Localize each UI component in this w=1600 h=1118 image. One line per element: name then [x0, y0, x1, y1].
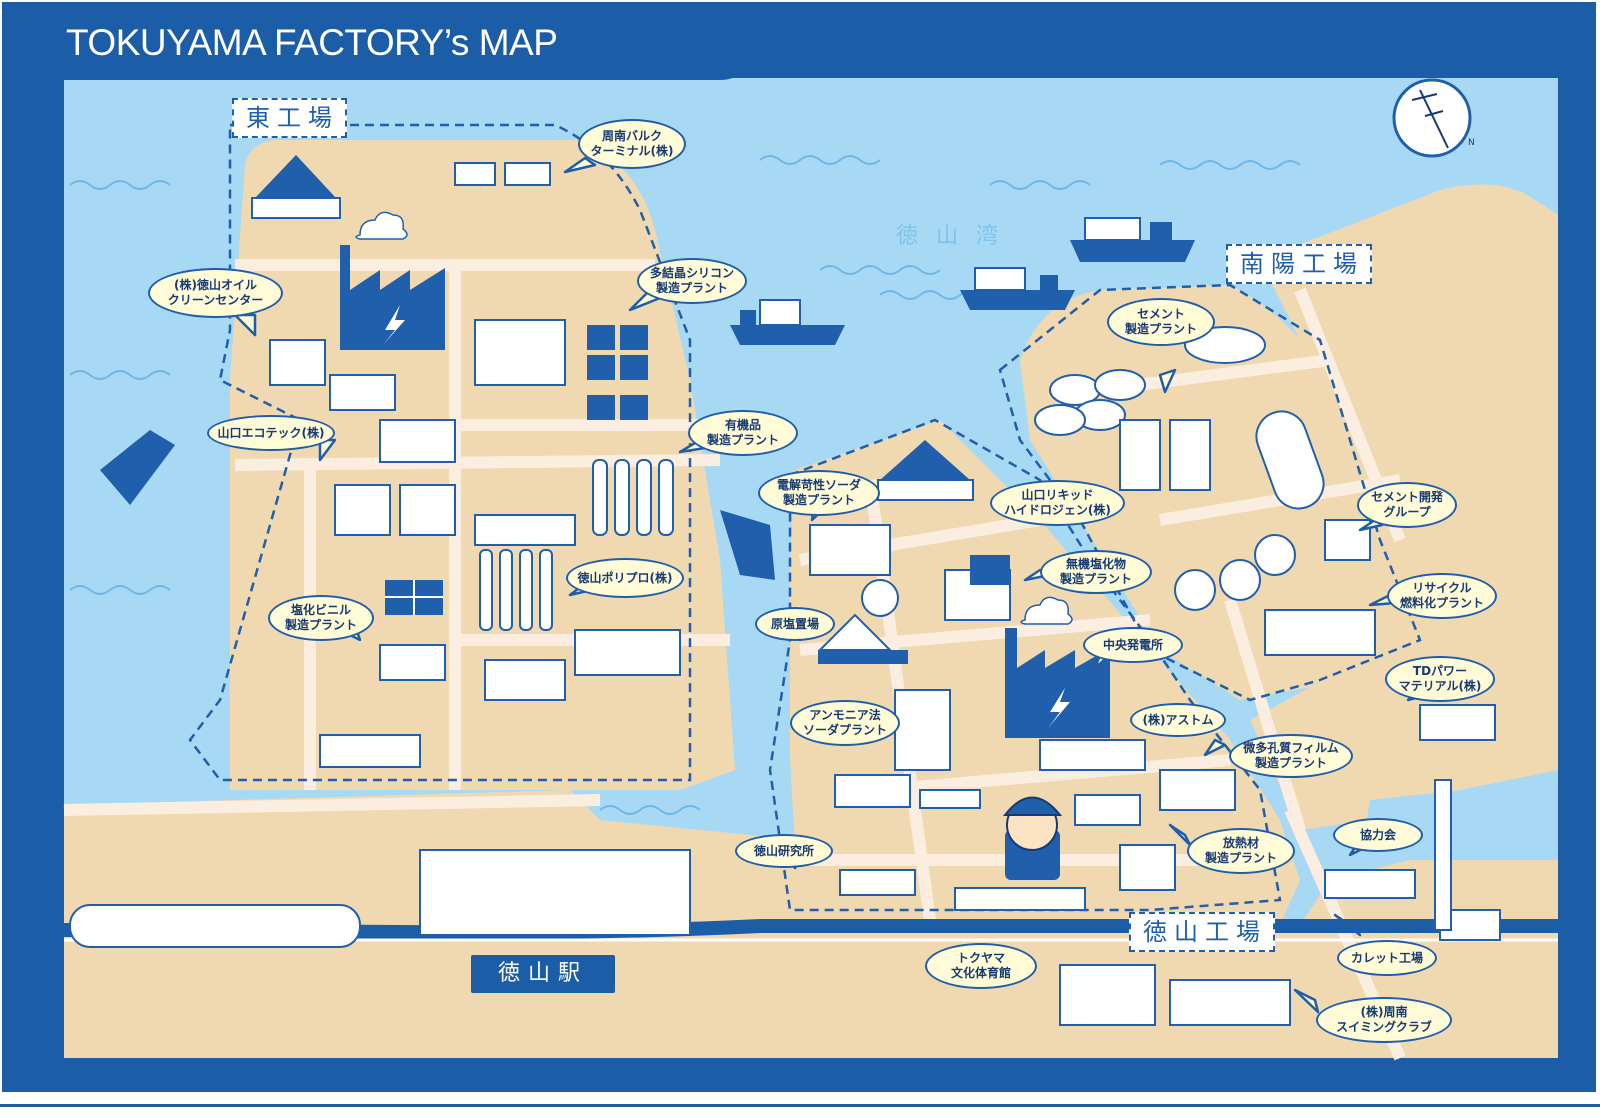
columns [479, 459, 674, 631]
callout-cullet-factory[interactable]: カレット工場 [1337, 940, 1437, 976]
buildings [69, 162, 1501, 1026]
waves [69, 155, 1301, 815]
station-label: 徳山駅 [471, 955, 615, 993]
area-label-nanyo-factory: 南陽工場 [1226, 244, 1372, 284]
callout-td-power-material[interactable]: TDパワー マテリアル(株) [1385, 656, 1495, 702]
ships [100, 217, 1195, 580]
title-tab [2, 2, 745, 80]
power-plants [340, 245, 1110, 738]
callout-heat-dissipation-plant[interactable]: 放熱材 製造プラント [1187, 828, 1295, 874]
callout-recycle-fuel-plant[interactable]: リサイクル 燃料化プラント [1387, 573, 1497, 619]
callout-cement-development-group[interactable]: セメント開発 グループ [1357, 482, 1457, 528]
callout-astom[interactable]: (株)アストム [1130, 703, 1226, 737]
callout-organic-plant[interactable]: 有機品 製造プラント [688, 410, 798, 456]
callout-cooperation-association[interactable]: 協力会 [1333, 818, 1423, 852]
area-label-east-factory: 東工場 [232, 98, 347, 138]
callout-microporous-film-plant[interactable]: 微多孔質フィルム 製造プラント [1229, 734, 1353, 778]
callout-shunan-swimming-club[interactable]: (株)周南 スイミングクラブ [1316, 997, 1452, 1043]
callout-inorganic-chloride-plant[interactable]: 無機塩化物 製造プラント [1040, 550, 1152, 594]
callout-shunan-bulk-terminal[interactable]: 周南バルク ターミナル(株) [578, 119, 686, 169]
callout-oil-clean-center[interactable]: (株)徳山オイル クリーンセンター [148, 268, 283, 318]
callout-tokuyama-polypro[interactable]: 徳山ポリプロ(株) [566, 558, 684, 598]
mascot [1002, 796, 1063, 880]
bay-label: 徳山湾 [896, 224, 1017, 249]
compass [1392, 78, 1472, 158]
salt-piles [251, 155, 974, 664]
callout-electrolytic-soda-plant[interactable]: 電解苛性ソーダ 製造プラント [758, 470, 880, 516]
callout-salt-yard[interactable]: 原塩置場 [755, 607, 835, 641]
callout-tokuyama-culture-gym[interactable]: トクヤマ 文化体育館 [925, 943, 1037, 989]
callout-central-power-station[interactable]: 中央発電所 [1083, 627, 1183, 663]
tanks [861, 326, 1325, 771]
callout-ammonia-soda-plant[interactable]: アンモニア法 ソーダプラント [790, 700, 900, 746]
callout-tokuyama-research[interactable]: 徳山研究所 [735, 834, 833, 868]
compass-north-label: N [1468, 138, 1475, 148]
callout-polysilicon-plant[interactable]: 多結晶シリコン 製造プラント [637, 258, 747, 304]
area-label-tokuyama-factory: 徳山工場 [1129, 912, 1275, 952]
clouds [355, 211, 1073, 625]
callout-cement-plant[interactable]: セメント 製造プラント [1107, 298, 1215, 346]
callout-pvc-plant[interactable]: 塩化ビニル 製造プラント [268, 595, 374, 641]
callout-yamaguchi-liquid-hydrogen[interactable]: 山口リキッド ハイドロジェン(株) [990, 480, 1125, 526]
panel-lines [385, 580, 443, 615]
callout-yamaguchi-ecotech[interactable]: 山口エコテック(株) [207, 415, 335, 451]
map-title: TOKUYAMA FACTORY’s MAP [66, 22, 558, 63]
